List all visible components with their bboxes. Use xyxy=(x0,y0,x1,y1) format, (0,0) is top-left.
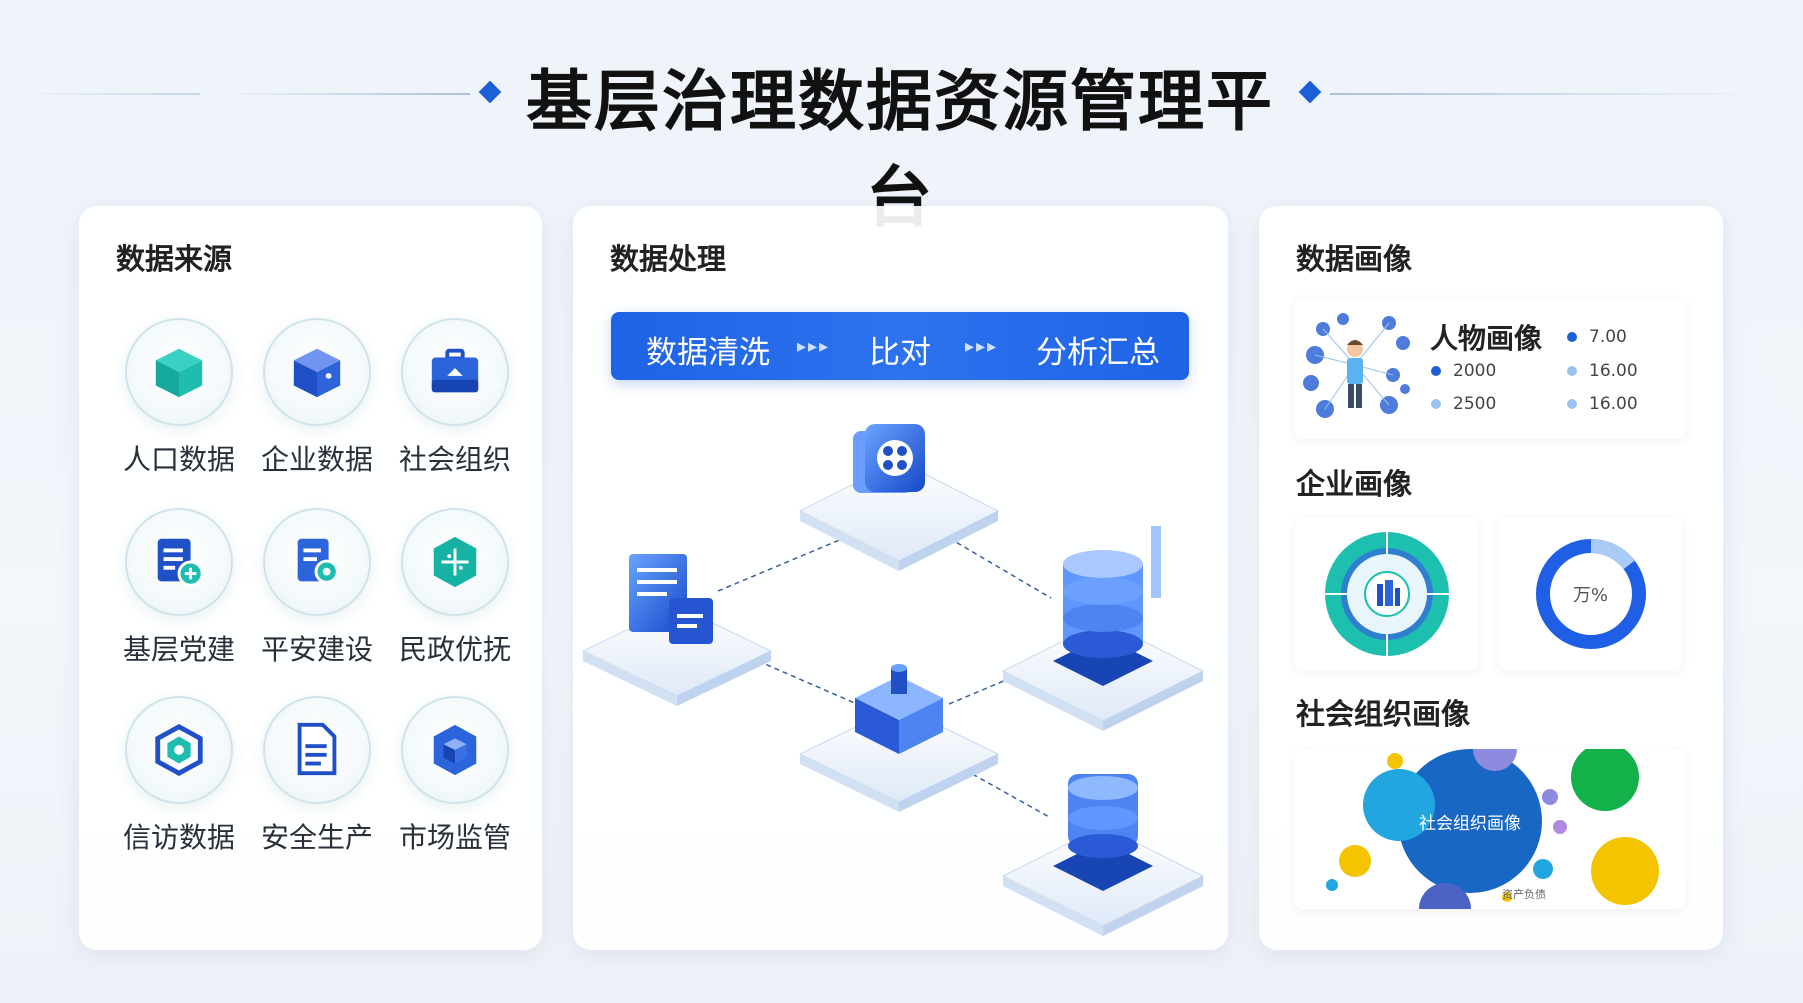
source-label: 平安建设 xyxy=(260,633,373,666)
diamond-icon xyxy=(478,80,502,104)
legend-dot xyxy=(1567,332,1577,342)
title-line-left-far xyxy=(20,93,200,95)
processor-icon xyxy=(798,664,1000,812)
enterprise-portrait-title: 企业画像 xyxy=(1296,467,1413,501)
arrow-icon: ▸▸▸ xyxy=(797,336,831,357)
title-line-right xyxy=(1330,93,1760,95)
processing-pipeline: 数据清洗 ▸▸▸ 比对 ▸▸▸ 分析汇总 xyxy=(611,312,1189,380)
enterprise-wheel-icon xyxy=(1325,532,1449,656)
bubble-label: 社会组织画像 xyxy=(1419,814,1521,834)
source-label: 市场监管 xyxy=(398,821,511,854)
file-icon xyxy=(263,696,371,804)
data-sources-panel: 数据来源 人口数据 企业数据 社会组织 基层党建 xyxy=(79,206,542,950)
donut-chart xyxy=(1536,539,1646,649)
bubble-chart xyxy=(1326,749,1659,909)
shield-cross-icon xyxy=(401,508,509,616)
document-gear-icon xyxy=(263,508,371,616)
arrow-icon: ▸▸▸ xyxy=(965,336,999,357)
source-item-social-org[interactable]: 社会组织 xyxy=(385,318,525,478)
source-label: 基层党建 xyxy=(122,633,235,666)
source-item-enterprise[interactable]: 企业数据 xyxy=(247,318,387,478)
source-label: 人口数据 xyxy=(122,443,235,476)
person-portrait-title: 人物画像 xyxy=(1430,322,1543,355)
legend-dot xyxy=(1567,366,1577,376)
data-processing-panel: 数据处理 数据清洗 ▸▸▸ 比对 ▸▸▸ 分析汇总 xyxy=(573,206,1228,950)
legend-item: 2000 xyxy=(1431,361,1496,381)
step-cleaning[interactable]: 数据清洗 xyxy=(646,335,770,371)
step-compare[interactable]: 比对 xyxy=(869,335,931,371)
hexagon-icon xyxy=(125,696,233,804)
panel-title: 数据画像 xyxy=(1296,242,1413,276)
legend-item: 16.00 xyxy=(1567,394,1638,414)
processing-illustration xyxy=(581,424,1205,936)
legend-item: 7.00 xyxy=(1567,327,1627,347)
legend-dot xyxy=(1567,399,1577,409)
title-line-left xyxy=(220,93,470,95)
legend-value: 2500 xyxy=(1453,394,1497,414)
bubble-footnote: 资产负债 xyxy=(1502,888,1546,901)
source-label: 信访数据 xyxy=(122,821,235,854)
legend-item: 2500 xyxy=(1431,394,1496,414)
legend-value: 2000 xyxy=(1453,361,1497,381)
step-analysis[interactable]: 分析汇总 xyxy=(1036,335,1160,371)
legend-item: 16.00 xyxy=(1567,361,1638,381)
diamond-icon xyxy=(1298,80,1322,104)
source-item-population[interactable]: 人口数据 xyxy=(109,318,249,478)
source-item-market[interactable]: 市场监管 xyxy=(385,696,525,856)
panel-title: 数据来源 xyxy=(116,242,233,276)
legend-value: 16.00 xyxy=(1589,394,1638,414)
panel-title: 数据处理 xyxy=(610,242,727,276)
source-label: 安全生产 xyxy=(260,821,373,854)
box-icon xyxy=(263,318,371,426)
page-title: 基层治理数据资源管理平台 xyxy=(526,63,1274,236)
person-icon xyxy=(1303,313,1410,418)
legend-value: 16.00 xyxy=(1589,361,1638,381)
source-label: 民政优抚 xyxy=(398,633,511,666)
legend-value: 7.00 xyxy=(1589,327,1627,347)
toolbox-icon xyxy=(401,318,509,426)
storage-icon xyxy=(1001,774,1205,936)
social-portrait-title: 社会组织画像 xyxy=(1296,697,1471,731)
legend-dot xyxy=(1431,366,1441,376)
enterprise-donut-card[interactable]: 万% xyxy=(1499,518,1682,670)
data-portrait-panel: 数据画像 人物画像 7.00 2000 16.00 2500 16.00 企业画… xyxy=(1259,206,1723,950)
enterprise-wheel-card[interactable] xyxy=(1295,518,1478,670)
source-label: 企业数据 xyxy=(260,443,373,476)
source-label: 社会组织 xyxy=(398,443,511,476)
person-portrait-card[interactable]: 人物画像 7.00 2000 16.00 2500 16.00 xyxy=(1295,299,1685,439)
source-item-party[interactable]: 基层党建 xyxy=(109,508,249,668)
social-bubble-card[interactable]: 社会组织画像 资产负债 xyxy=(1295,749,1685,909)
source-item-petition[interactable]: 信访数据 xyxy=(109,696,249,856)
source-item-safety[interactable]: 平安建设 xyxy=(247,508,387,668)
source-item-production[interactable]: 安全生产 xyxy=(247,696,387,856)
legend-dot xyxy=(1431,399,1441,409)
header: 基层治理数据资源管理平台 xyxy=(0,48,1803,236)
source-item-civil[interactable]: 民政优抚 xyxy=(385,508,525,668)
hex-cube-icon xyxy=(401,696,509,804)
donut-label: 万% xyxy=(1572,585,1609,606)
documents-icon xyxy=(581,554,773,706)
folder-icon xyxy=(798,424,1000,571)
document-add-icon xyxy=(125,508,233,616)
cube-icon xyxy=(125,318,233,426)
database-icon xyxy=(1001,526,1205,731)
